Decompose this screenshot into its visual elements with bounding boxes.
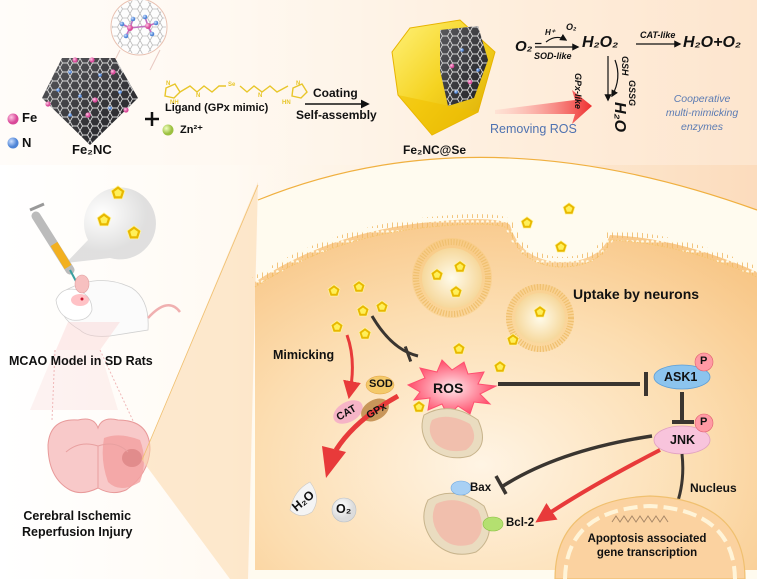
jnk-phospho bbox=[694, 413, 714, 433]
gssg-label: GSSG bbox=[627, 80, 637, 107]
nanozyme-inhibits-ros-line bbox=[370, 315, 419, 358]
nanozyme-bubble bbox=[66, 185, 156, 263]
zn-dot bbox=[162, 124, 174, 136]
mitochondrion bbox=[421, 408, 483, 459]
cooperative-line-1: Cooperative bbox=[673, 93, 731, 105]
superoxide-label: O₂⁻ bbox=[515, 38, 541, 55]
removing-ros-arrow bbox=[495, 90, 592, 124]
cooperative-line-2: multi-mimicking bbox=[665, 107, 739, 119]
gpx-like-label: GPx-like bbox=[573, 73, 583, 110]
projection-line-right bbox=[99, 349, 136, 426]
fe2nc-nanoparticle bbox=[42, 57, 138, 145]
endosome-vesicle-1 bbox=[412, 238, 492, 318]
ask1-label: ASK1 bbox=[664, 370, 698, 384]
ros-burst bbox=[406, 359, 498, 417]
jnk-label: JNK bbox=[670, 433, 696, 447]
endosome-vesicle-2 bbox=[506, 284, 574, 352]
gpx-product-label: H₂O bbox=[611, 102, 628, 133]
uptake-label: Uptake by neurons bbox=[573, 286, 700, 302]
injury-line-2: Reperfusion Injury bbox=[22, 525, 133, 539]
svg-text:HN: HN bbox=[282, 100, 291, 106]
cat-enzyme bbox=[333, 400, 363, 424]
jnk-to-bcl2-arrow bbox=[535, 448, 661, 523]
mcao-label: MCAO Model in SD Rats bbox=[9, 354, 153, 368]
svg-text:N: N bbox=[258, 93, 262, 99]
svg-text:N: N bbox=[166, 81, 170, 87]
coating-label: Coating bbox=[313, 86, 358, 100]
ask1-p-label: P bbox=[700, 355, 708, 367]
bax-inhibit-bar bbox=[494, 475, 508, 495]
svg-text:N: N bbox=[296, 81, 300, 87]
syringe-icon bbox=[29, 202, 79, 286]
cat-like-label: CAT-like bbox=[640, 30, 676, 40]
brain-slice bbox=[47, 418, 151, 494]
injury-line-1: Cerebral Ischemic bbox=[23, 509, 132, 523]
mimicking-arrow bbox=[343, 334, 361, 400]
wedge-edge bbox=[141, 184, 259, 461]
h-plus-label: H⁺ bbox=[545, 28, 555, 37]
ask1-protein bbox=[653, 364, 711, 390]
o2-release-label: O₂ bbox=[566, 22, 577, 32]
ask1-phospho bbox=[694, 352, 714, 372]
o2-label: O₂ bbox=[336, 502, 352, 516]
sod-enzyme bbox=[365, 375, 395, 395]
cat-product-label: H₂O+O₂ bbox=[683, 34, 741, 51]
cooperative-line-3: enzymes bbox=[680, 121, 723, 133]
fe-legend-label: Fe bbox=[22, 110, 38, 125]
plus-icon bbox=[145, 112, 159, 126]
self-assembly-label: Self-assembly bbox=[296, 108, 377, 122]
mimicking-label: Mimicking bbox=[273, 348, 335, 362]
nucleus-label: Nucleus bbox=[690, 481, 737, 495]
zoom-wedge bbox=[142, 182, 258, 579]
fe2nc-label: Fe₂NC bbox=[72, 142, 112, 157]
bcl2-protein bbox=[482, 516, 504, 532]
gene-transcription-label: Apoptosis associated gene transcription bbox=[572, 532, 722, 560]
bax-label: Bax bbox=[470, 482, 492, 494]
removing-ros-label: Removing ROS bbox=[490, 122, 577, 136]
projection-rays bbox=[30, 350, 118, 410]
h2o2-label: H₂O₂ bbox=[582, 34, 619, 51]
svg-text:Se: Se bbox=[228, 82, 236, 88]
svg-text:N: N bbox=[196, 93, 200, 99]
injury-label: Cerebral Ischemic Reperfusion Injury bbox=[22, 508, 132, 540]
svg-text:NH: NH bbox=[170, 100, 179, 106]
reaction-arrows bbox=[535, 33, 682, 102]
jnk-to-bax-line bbox=[502, 434, 653, 488]
bcl2-label: Bcl-2 bbox=[506, 517, 535, 529]
dna-helix bbox=[611, 515, 669, 523]
zn-label: Zn²⁺ bbox=[180, 124, 203, 136]
nucleus bbox=[554, 495, 746, 579]
fe2nc-se-label: Fe₂NC@Se bbox=[403, 143, 467, 157]
gsh-label: GSH bbox=[620, 56, 630, 76]
gene-line-2: gene transcription bbox=[596, 547, 698, 559]
cooperative-label: Cooperative multi-mimicking enzymes bbox=[650, 92, 754, 134]
o2-bubble bbox=[331, 497, 357, 523]
fe-legend-dot bbox=[7, 113, 19, 125]
inhibit-bar bbox=[403, 345, 413, 363]
sod-label: SOD bbox=[369, 378, 393, 390]
mitochondrion-2 bbox=[423, 480, 504, 555]
ligand-label: Ligand (GPx mimic) bbox=[165, 102, 269, 114]
ligand-structure bbox=[164, 83, 308, 99]
h2o-droplet bbox=[289, 481, 317, 516]
detox-arrow bbox=[333, 393, 400, 452]
ros-label: ROS bbox=[433, 380, 464, 396]
fe2nc-se-nanoparticle bbox=[391, 19, 496, 136]
jnk-p-label: P bbox=[700, 416, 708, 428]
n-legend-dot bbox=[7, 137, 19, 149]
n-legend-label: N bbox=[22, 135, 32, 150]
bax-protein bbox=[450, 480, 472, 496]
detox-arrowhead bbox=[322, 446, 346, 478]
gene-line-1: Apoptosis associated bbox=[587, 533, 707, 545]
sod-like-label: SOD-like bbox=[534, 51, 572, 61]
rat-illustration bbox=[55, 274, 181, 350]
fe2nc-zoom-inset bbox=[109, 0, 168, 71]
